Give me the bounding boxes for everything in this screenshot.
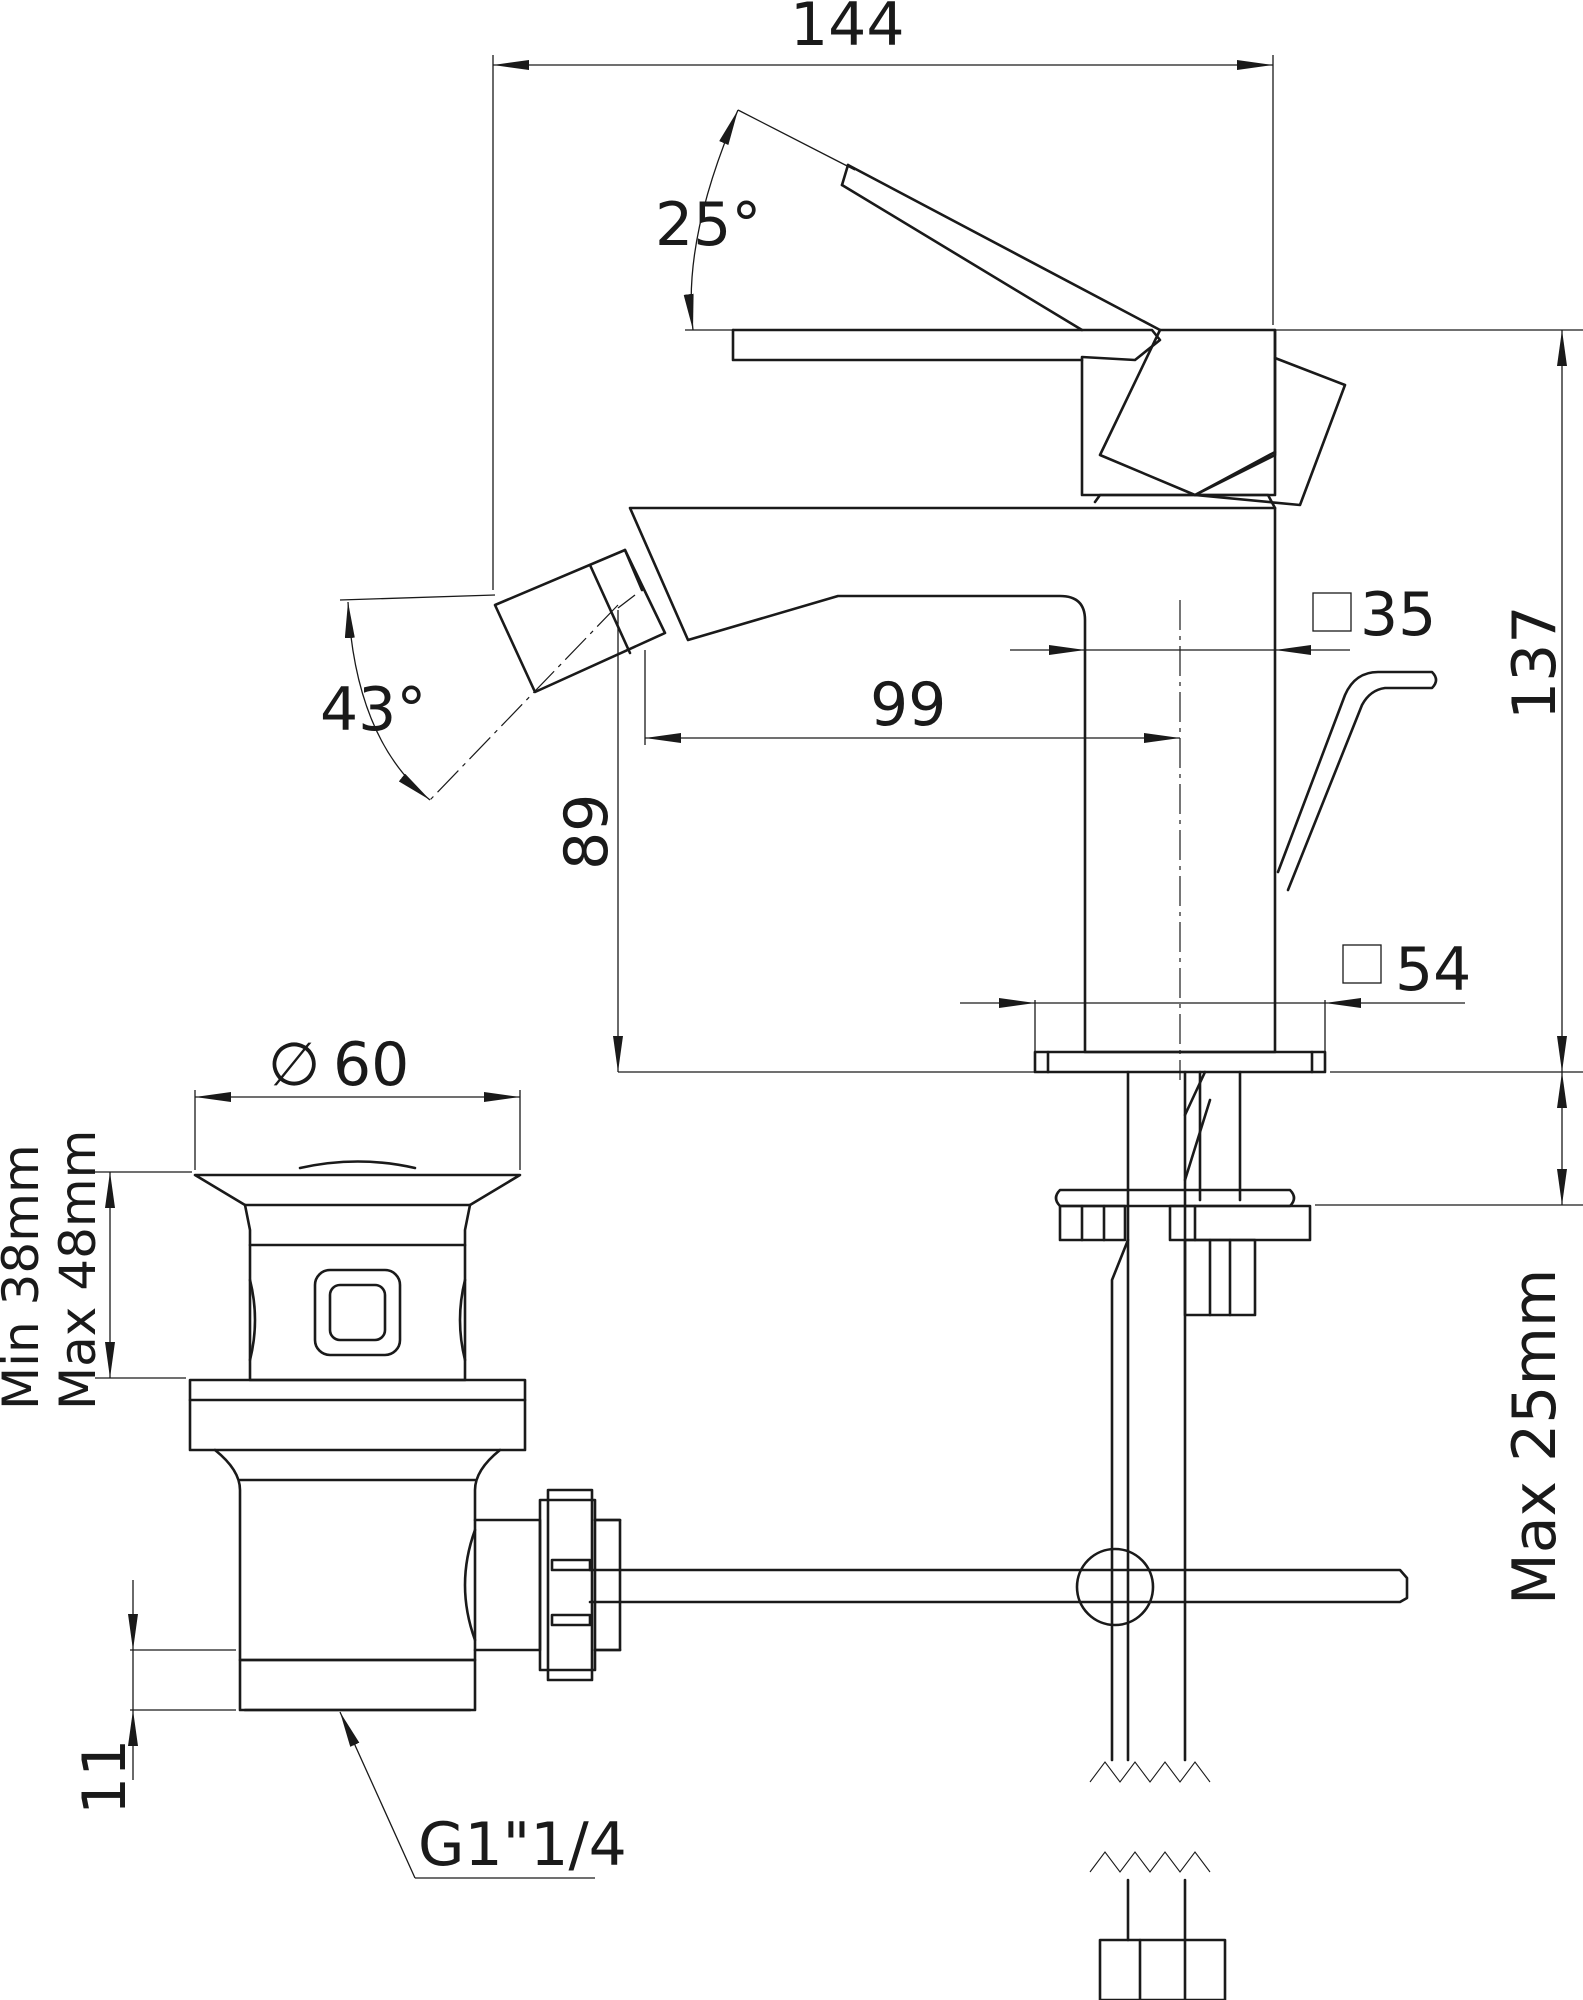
pop-up-rod [1276, 670, 1438, 892]
dim-waste-min: Min 38mm [0, 1144, 50, 1410]
waste-assembly [188, 1160, 622, 1712]
dim-square-base: 54 [1395, 935, 1471, 1005]
lever-handle [731, 163, 1347, 507]
dim-waste-max: Max 48mm [49, 1130, 107, 1410]
square-symbol-icon [1342, 944, 1382, 984]
dim-max-deck: Max 25mm [1500, 1269, 1570, 1605]
dim-square-top: 35 [1360, 580, 1436, 650]
dim-spout-height: 89 [552, 794, 622, 870]
diameter-symbol: ∅ [268, 1030, 320, 1100]
faucet-body [493, 493, 1277, 1054]
dim-thread-height: 11 [70, 1739, 140, 1815]
dim-overall-height: 137 [1500, 605, 1570, 720]
square-symbol-icon [1312, 592, 1352, 632]
dim-overall-width: 144 [790, 0, 905, 60]
dim-spout-reach: 99 [870, 670, 946, 740]
center-lines [429, 600, 1181, 1080]
dim-waste-diameter: 60 [333, 1030, 409, 1100]
dim-thread-spec: G1"1/4 [418, 1810, 627, 1880]
dim-nozzle-angle: 43° [320, 675, 426, 745]
dim-lever-angle: 25° [655, 190, 761, 260]
dimension-lines [95, 55, 1583, 1879]
mounting-assembly [588, 1070, 1409, 2000]
